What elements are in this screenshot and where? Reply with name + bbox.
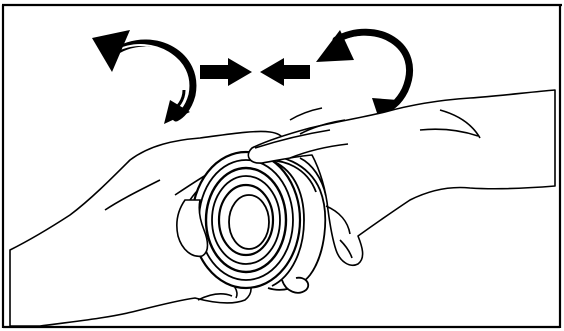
rotation-arrow-right-icon (316, 30, 410, 122)
push-arrow-right-icon (200, 58, 252, 86)
push-arrow-left-icon (260, 58, 310, 86)
bearing-assembly (192, 152, 326, 293)
rotation-arrow-left-icon (92, 30, 193, 124)
